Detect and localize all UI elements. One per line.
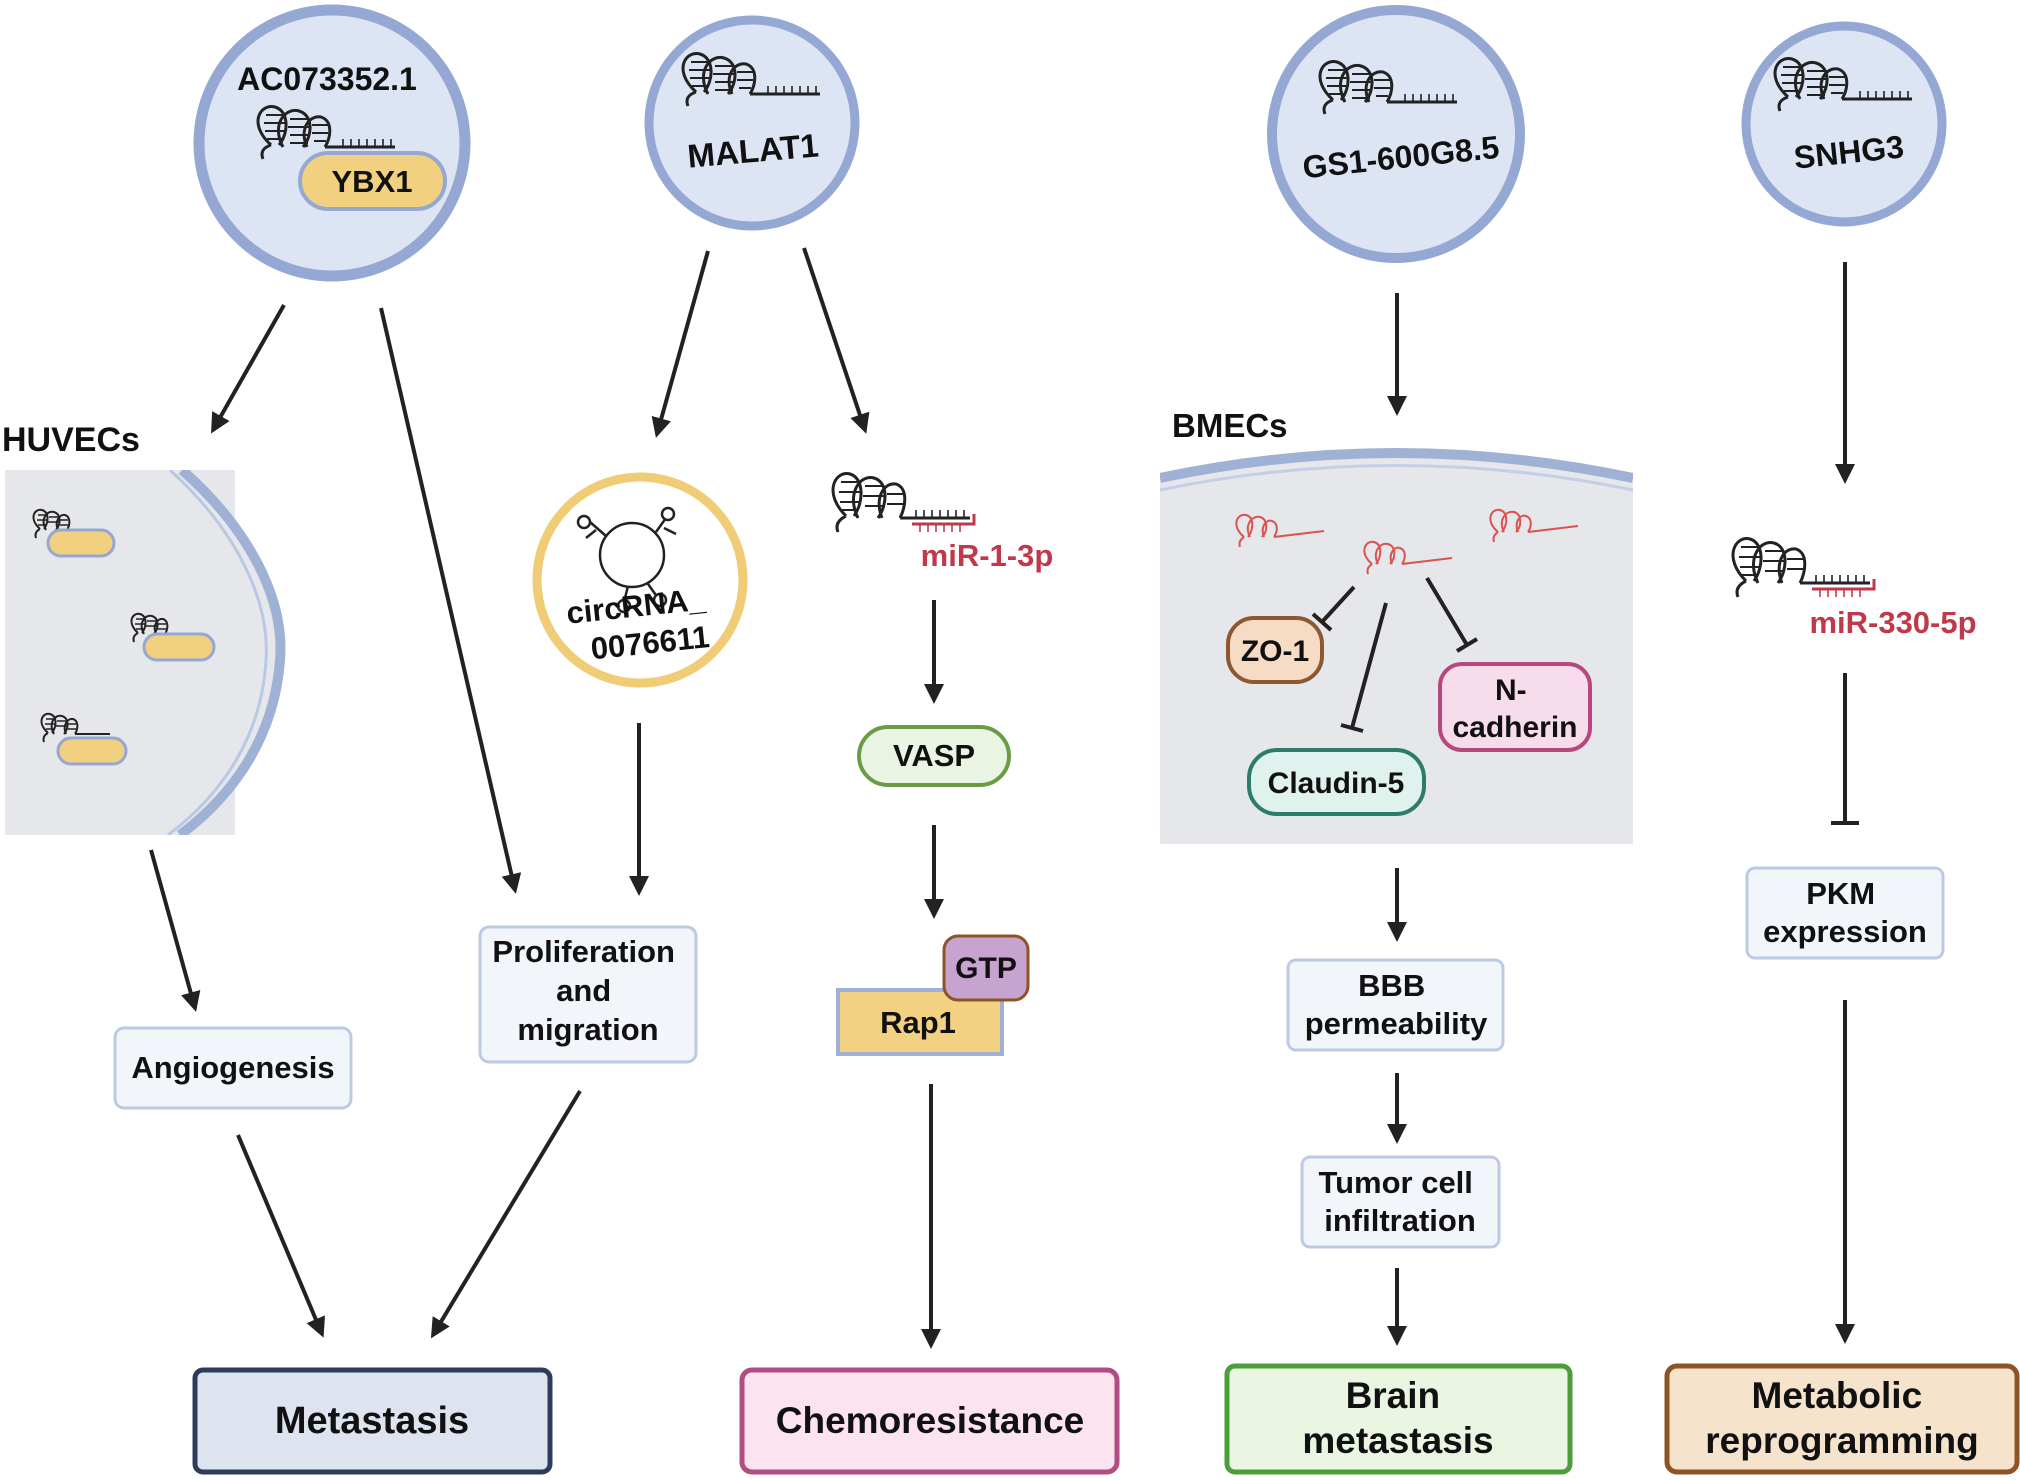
- malat1-lncrna-node: MALAT1: [644, 15, 860, 231]
- activation-arrow-icon: [149, 849, 201, 1012]
- inhibition-bar-icon: [1340, 602, 1388, 733]
- snhg3-lncrna-node: SNHG3: [1741, 21, 1947, 227]
- svg-text:BBB permeability: BBB permeability: [1305, 968, 1488, 1041]
- svg-text:Tumor cell infiltration: Tumor cell infiltration: [1318, 1165, 1481, 1238]
- ncadherin-node: N- cadherin: [1438, 662, 1592, 752]
- infiltration-box: Tumor cell infiltration: [1300, 1155, 1501, 1249]
- ac073352-lncrna-node: AC073352.1 YBX1: [193, 4, 471, 282]
- infiltration-line-1: Tumor cell: [1318, 1165, 1472, 1200]
- inhibition-bar-icon: [1831, 673, 1859, 825]
- gtp-box: [942, 934, 1030, 1002]
- circrna-loop-icon: [576, 506, 677, 614]
- pkm-box: PKM expression: [1745, 866, 1945, 960]
- mir330-node: miR-330-5p: [1731, 537, 1977, 640]
- ncadherin-line-1: N-: [1495, 674, 1527, 707]
- activation-arrow-icon: [211, 304, 286, 434]
- zo1-node: ZO-1: [1226, 616, 1324, 684]
- metastasis-outcome: Metastasis: [192, 1367, 553, 1475]
- malat1-circle: [644, 15, 860, 231]
- gs1-lncrna-node: GS1-600G8.5: [1267, 5, 1525, 263]
- mirna-hairpin-icon: [831, 472, 976, 534]
- inhibition-bar-icon: [1425, 576, 1479, 653]
- proliferation-box: Proliferation and migration: [478, 925, 698, 1064]
- circrna-circle: [532, 472, 748, 688]
- mir330-label: miR-330-5p: [1809, 605, 1976, 640]
- infiltration-line-2: infiltration: [1324, 1203, 1476, 1238]
- angiogenesis-box: Angiogenesis: [113, 1026, 353, 1110]
- ncadherin-line-2: cadherin: [1452, 711, 1577, 744]
- ac073352-circle: [193, 4, 471, 282]
- huvecs-label: HUVECs: [2, 421, 140, 459]
- svg-text:Metabolic reprogramming: Metabolic reprogramming: [1705, 1375, 1978, 1461]
- chemoresistance-outcome: Chemoresistance: [739, 1367, 1120, 1475]
- proliferation-line-3: migration: [517, 1012, 658, 1047]
- brain-line-1: Brain: [1346, 1375, 1441, 1416]
- ybx1-label: YBX1: [332, 164, 413, 199]
- bbb-box: BBB permeability: [1286, 958, 1505, 1052]
- ac073352-label: AC073352.1: [237, 61, 417, 97]
- metastasis-label: Metastasis: [275, 1400, 469, 1442]
- activation-arrow-icon: [236, 1134, 325, 1338]
- huvec-ybx1-complex-1: [32, 508, 116, 558]
- claudin5-label: Claudin-5: [1268, 767, 1405, 800]
- ybx1-pill: [298, 151, 447, 211]
- mir1-node: miR-1-3p: [831, 472, 1054, 573]
- brain-metastasis-outcome: Brain metastasis: [1224, 1363, 1573, 1475]
- inhibition-bar-icon: [1311, 585, 1356, 632]
- svg-text:Proliferation and: Proliferation and migration: [492, 934, 683, 1047]
- metabolic-outcome: Metabolic reprogramming: [1664, 1363, 2020, 1475]
- vasp-node: VASP: [857, 725, 1011, 787]
- activation-arrow-icon: [379, 307, 522, 894]
- huvec-ybx1-complex-3: [40, 712, 128, 766]
- proliferation-line-2: and: [556, 973, 611, 1008]
- inhibition-lines: [1311, 576, 1859, 825]
- activation-arrows: [149, 247, 1855, 1349]
- gtp-label: GTP: [955, 952, 1017, 985]
- metabolic-line-1: Metabolic: [1752, 1375, 1923, 1416]
- metabolic-line-2: reprogramming: [1705, 1420, 1978, 1461]
- svg-text:Brain metastasis: Brain metastasis: [1302, 1375, 1493, 1461]
- zo1-label: ZO-1: [1241, 635, 1309, 668]
- gs1-circle: [1267, 5, 1525, 263]
- activation-arrow-icon: [430, 1089, 582, 1339]
- bbb-line-1: BBB: [1358, 968, 1425, 1003]
- vasp-label: VASP: [893, 738, 975, 773]
- snhg3-circle: [1741, 21, 1947, 227]
- huvec-ybx1-complex-2: [130, 612, 216, 662]
- chemoresistance-label: Chemoresistance: [776, 1400, 1084, 1441]
- svg-text:N- cadherin: N- cadherin: [1452, 674, 1577, 744]
- bmecs-label: BMECs: [1172, 407, 1288, 444]
- mirna-hairpin-icon: [1731, 537, 1876, 599]
- mir1-label: miR-1-3p: [921, 538, 1054, 573]
- proliferation-line-1: Proliferation: [492, 934, 675, 969]
- claudin5-node: Claudin-5: [1247, 748, 1426, 816]
- pkm-line-1: PKM: [1806, 876, 1875, 911]
- angiogenesis-label: Angiogenesis: [131, 1050, 334, 1085]
- brain-line-2: metastasis: [1302, 1420, 1493, 1461]
- svg-text:PKM expression: PKM expression: [1763, 876, 1927, 949]
- rap1-label: Rap1: [880, 1005, 956, 1040]
- pkm-line-2: expression: [1763, 914, 1927, 949]
- circrna-node: circRNA_ 0076611: [532, 472, 748, 688]
- bbb-line-2: permeability: [1305, 1006, 1488, 1041]
- activation-arrow-icon: [651, 250, 710, 438]
- rap1-gtp-complex: Rap1 GTP: [836, 934, 1030, 1056]
- activation-arrow-icon: [802, 247, 870, 434]
